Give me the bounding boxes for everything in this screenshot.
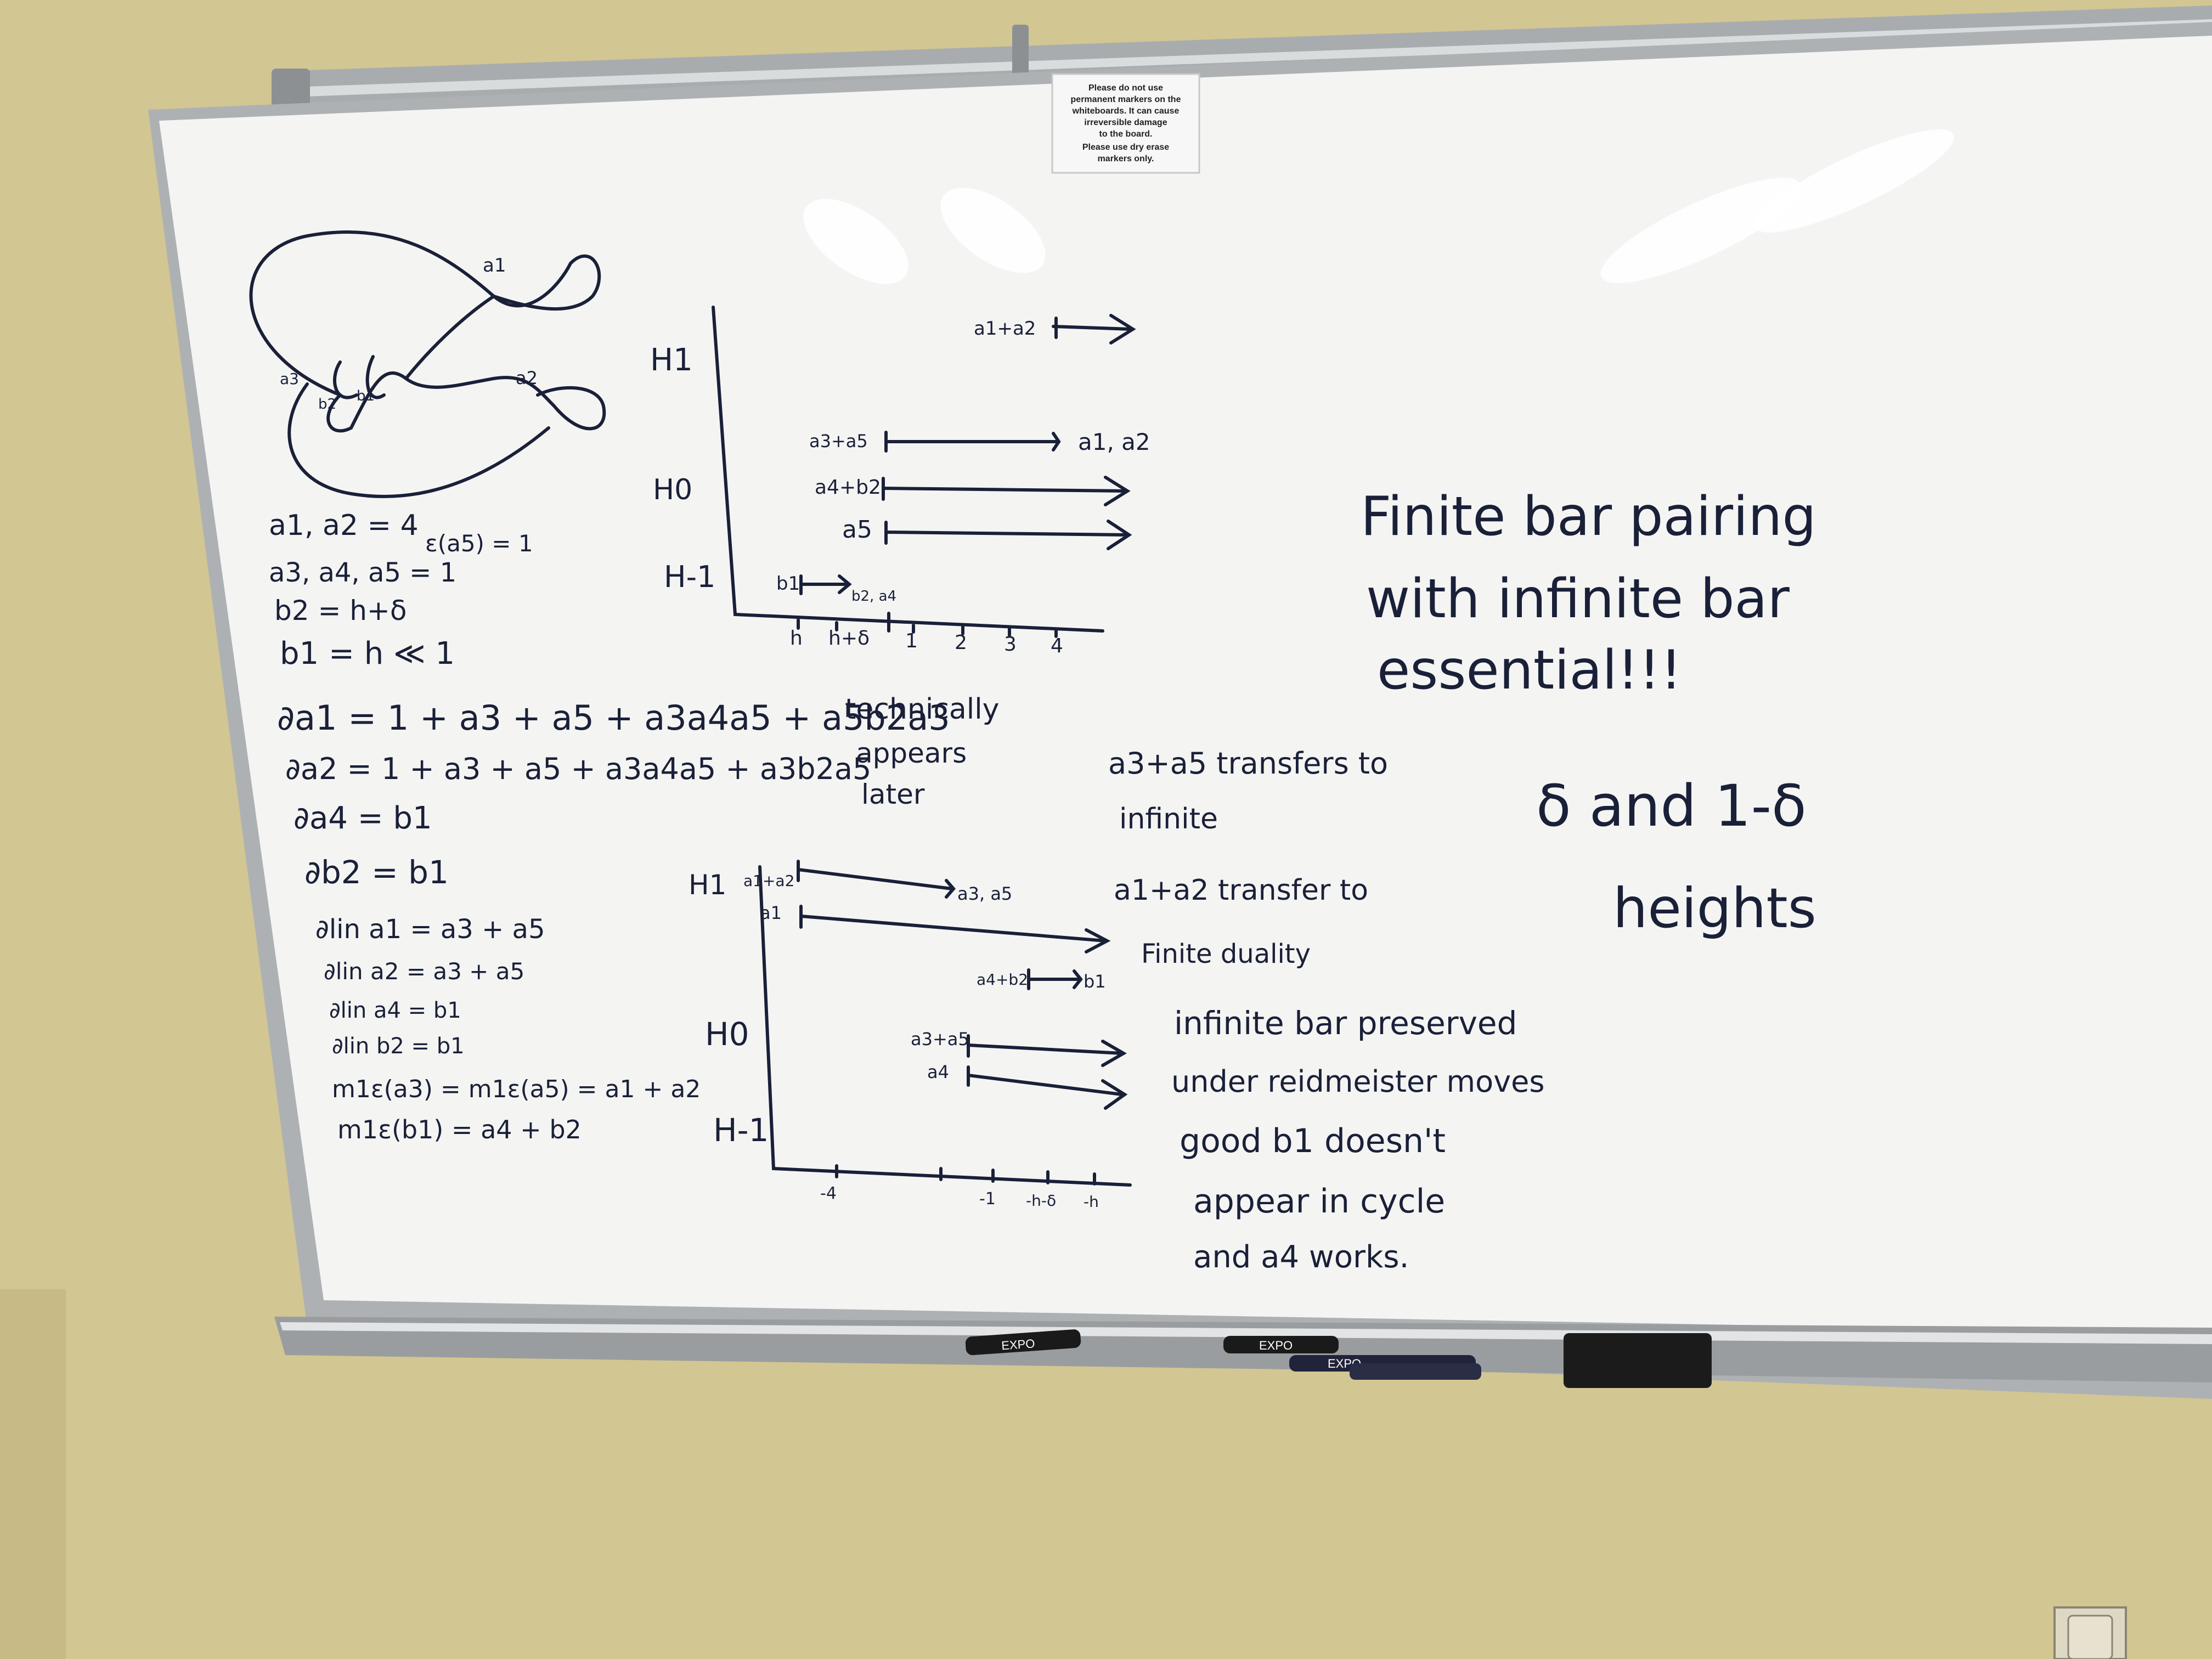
note-essential: essential!!! (1377, 639, 1682, 702)
diff-a4: ∂a4 = b1 (294, 800, 432, 836)
note-infinite-bar-preserved: infinite bar preserved (1174, 1005, 1517, 1042)
barcode-top-level-h0: H0 (653, 473, 692, 506)
barcode-bottom-bar-a4: a4 (927, 1062, 949, 1082)
barcode-top-tick-4: 4 (1051, 635, 1063, 657)
barcode-top-tick-h-delta: h+δ (828, 627, 870, 650)
eraser[interactable] (1564, 1333, 1712, 1388)
notice-line-3: whiteboards. It can cause (1072, 106, 1180, 116)
barcode-bottom-tick-minus-1: -1 (979, 1189, 996, 1209)
barcode-top-bar-b1-end: b2, a4 (851, 588, 896, 605)
notice-line-2: permanent markers on the (1071, 95, 1181, 104)
barcode-bottom-bar-a1-a2: a1+a2 (743, 872, 794, 890)
barcode-bottom-bar-a4-b2-end: b1 (1084, 971, 1106, 992)
barcode-bottom-bar-a1: a1 (760, 902, 782, 923)
note-with-infinite-bar: with infinite bar (1366, 568, 1790, 630)
barcode-bottom-tick-minus-h-delta: -h-δ (1026, 1192, 1056, 1210)
barcode-bottom-bar-a4-b2: a4+b2 (977, 970, 1028, 989)
marker-4[interactable] (1350, 1363, 1481, 1380)
marker-1[interactable]: EXPO (965, 1329, 1081, 1356)
notice-line-5: to the board. (1099, 129, 1153, 139)
barcode-bottom: H1 H0 H-1 -4 -1 -h-δ -h a1+a2 a3, a5 a1 … (689, 860, 1132, 1211)
note-finite-bar-pairing: Finite bar pairing (1361, 486, 1816, 548)
notice-line-6: Please use dry erase (1082, 143, 1169, 152)
side-note-3: later (861, 778, 925, 810)
diff-lin-a4: ∂lin a4 = b1 (329, 998, 461, 1023)
diff-lin-b2: ∂lin b2 = b1 (332, 1034, 465, 1059)
diff-lin-a1: ∂lin a1 = a3 + a5 (315, 914, 545, 945)
side-note-1: technically (845, 693, 999, 726)
note-finite-duality: Finite duality (1141, 939, 1311, 969)
knot-label-b1: b1 (357, 388, 375, 404)
diff-b2: ∂b2 = b1 (304, 854, 449, 891)
svg-text:EXPO: EXPO (1001, 1336, 1035, 1352)
note-good-b1: good b1 doesn't (1180, 1122, 1446, 1160)
knot-label-a2: a2 (516, 368, 538, 388)
definitions: a1, a2 = 4 ε(a5) = 1 a3, a4, a5 = 1 b2 =… (269, 509, 533, 672)
barcode-bottom-level-h0: H0 (705, 1015, 749, 1053)
diff-lin-a2: ∂lin a2 = a3 + a5 (324, 958, 524, 985)
def-b2: b2 = h+δ (274, 595, 407, 627)
barcode-top-level-h1: H1 (650, 342, 693, 378)
barcode-top-bar-b1: b1 (776, 573, 800, 595)
barcode-top-tick-3: 3 (1004, 633, 1017, 656)
barcode-bottom-bar-a3-a5: a3+a5 (911, 1029, 969, 1049)
barcode-top-level-h-1: H-1 (664, 560, 715, 594)
wall-outlet (2053, 1606, 2127, 1659)
marker-2[interactable]: EXPO (1223, 1336, 1339, 1353)
barcode-top-bar-a1-a2: a1+a2 (974, 318, 1036, 340)
notes-right-2: δ and 1-δ heights (1536, 772, 1816, 940)
notes-right: Finite bar pairing with infinite bar ess… (1361, 486, 1816, 702)
barcode-top-bar-a4-b2: a4+b2 (815, 476, 881, 499)
note-reidemeister: under reidmeister moves (1171, 1064, 1545, 1099)
side-note-2: appears (856, 737, 967, 769)
differentials: ∂a1 = 1 + a3 + a5 + a3a4a5 + a5b2a3 ∂a2 … (277, 698, 950, 1144)
def-a3-a4-a5: a3, a4, a5 = 1 (269, 557, 456, 588)
barcode-bottom-level-h-1: H-1 (713, 1111, 769, 1149)
note-appear-in-cycle: appear in cycle (1193, 1182, 1445, 1221)
m1-a3-a5: m1ε(a3) = m1ε(a5) = a1 + a2 (332, 1075, 701, 1103)
barcode-bottom-level-h1: H1 (689, 869, 726, 901)
barcode-bottom-tick-minus-4: -4 (820, 1184, 837, 1203)
barcode-top-bar-a3-a5-end: a1, a2 (1078, 428, 1150, 455)
knot-label-a3: a3 (280, 370, 299, 388)
notice-line-1: Please do not use (1088, 83, 1163, 93)
board-surface (159, 36, 2212, 1333)
diff-a1: ∂a1 = 1 + a3 + a5 + a3a4a5 + a5b2a3 (277, 698, 950, 738)
barcode-top-tick-h: h (790, 627, 803, 650)
barcode-bottom-bar-a1-a2-end: a3, a5 (957, 883, 1012, 904)
barcode-top: H1 H0 H-1 h h+δ 1 2 3 4 a1+a2 a3+a5 a1, … (650, 306, 1150, 657)
diff-a2: ∂a2 = 1 + a3 + a5 + a3a4a5 + a3b2a5 (285, 752, 871, 786)
def-a1-a2: a1, a2 = 4 (269, 509, 419, 542)
note-a1-a2-transfer: a1+a2 transfer to (1114, 874, 1368, 907)
barcode-top-axes (712, 306, 1104, 633)
knot-diagram (249, 230, 606, 498)
barcode-top-tick-2: 2 (955, 631, 967, 654)
knot-label-a1: a1 (483, 255, 506, 276)
notice-line-7: markers only. (1098, 154, 1154, 163)
m1-b1: m1ε(b1) = a4 + b2 (337, 1115, 582, 1144)
barcode-top-bar-a3-a5: a3+a5 (809, 431, 868, 452)
barcode-top-bar-a5: a5 (842, 516, 872, 544)
svg-text:EXPO: EXPO (1259, 1339, 1293, 1352)
def-b1: b1 = h ≪ 1 (280, 636, 455, 672)
barcode-bottom-axes (758, 865, 1132, 1187)
note-delta-heights: δ and 1-δ (1536, 772, 1807, 839)
notice-line-4: irreversible damage (1084, 118, 1167, 127)
notice-sticker: Please do not use permanent markers on t… (1051, 73, 1200, 174)
note-infinite: infinite (1119, 803, 1218, 836)
note-a4-works: and a4 works. (1193, 1239, 1409, 1275)
note-a3-a5-transfers: a3+a5 transfers to (1108, 746, 1388, 781)
note-heights: heights (1613, 876, 1816, 940)
notes-bottom: infinite bar preserved under reidmeister… (1171, 1005, 1545, 1275)
barcode-top-tick-1: 1 (905, 630, 918, 652)
knot-labels: a1 a2 a3 b2 b1 (280, 255, 538, 413)
rail-clip-mid (1012, 25, 1029, 77)
side-note: technically appears later (845, 693, 999, 810)
def-epsilon: ε(a5) = 1 (425, 530, 533, 557)
notes-middle: a3+a5 transfers to infinite a1+a2 transf… (1108, 746, 1388, 969)
barcode-bottom-tick-minus-h: -h (1084, 1193, 1099, 1211)
knot-label-b2: b2 (318, 396, 336, 413)
